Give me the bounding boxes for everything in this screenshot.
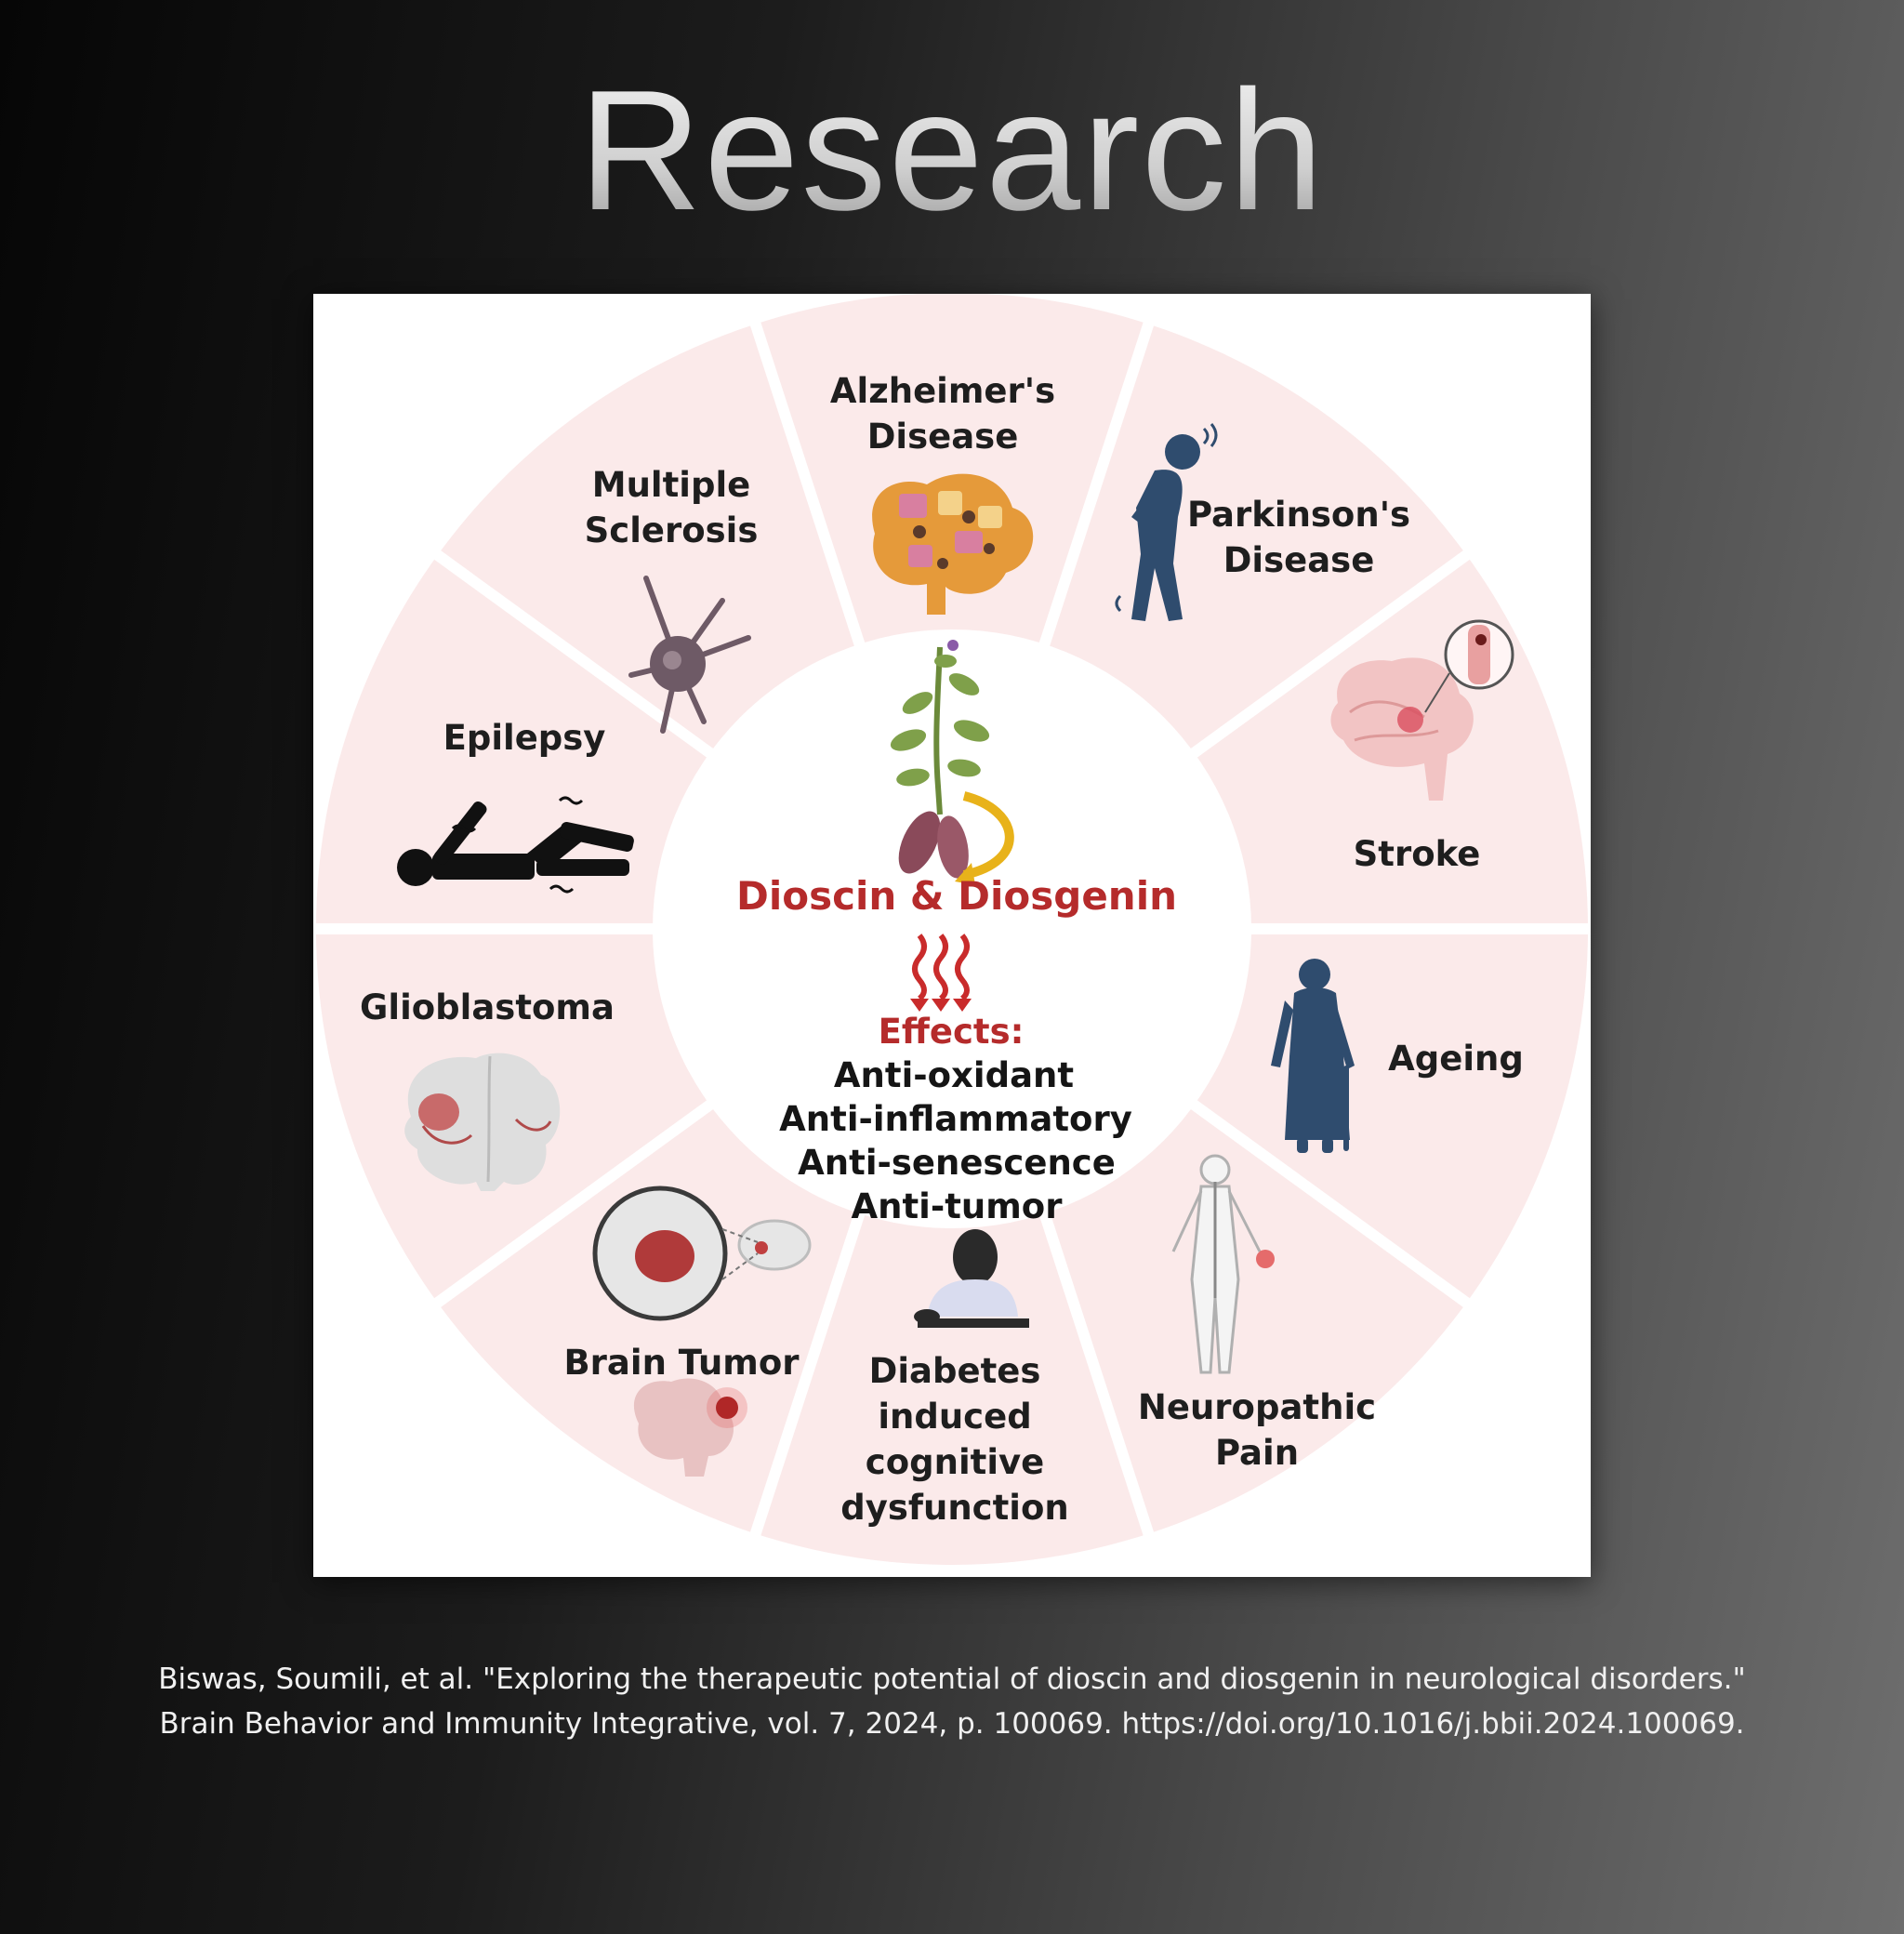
segment-glioblastoma: Glioblastoma <box>360 987 615 1191</box>
segment-label: Stroke <box>1354 834 1481 874</box>
segment-label: dysfunction <box>840 1488 1068 1528</box>
segment-brain-tumor: Brain Tumor <box>563 1186 812 1477</box>
segment-label: Pain <box>1215 1433 1299 1473</box>
segment-label: Glioblastoma <box>360 987 615 1027</box>
brain-puzzle-icon <box>872 473 1034 615</box>
segment-label: Neuropathic <box>1138 1387 1376 1427</box>
segment-label: Brain Tumor <box>563 1343 800 1383</box>
citation-line-1: Biswas, Soumili, et al. "Exploring the t… <box>158 1662 1746 1696</box>
segment-ms: Multiple Sclerosis <box>585 465 759 734</box>
effect-item: Anti-tumor <box>852 1186 1064 1226</box>
disorder-wheel-diagram: Dioscin & Diosgenin Effects: Anti-oxidan… <box>313 294 1591 1565</box>
neuron-cell-icon <box>628 576 751 734</box>
wavy-arrows-icon <box>912 934 970 1001</box>
effect-item: Anti-inflammatory <box>779 1099 1132 1139</box>
seizure-figure-icon <box>397 801 634 886</box>
segment-label: induced <box>878 1397 1031 1437</box>
segment-stroke: Stroke <box>1330 619 1514 874</box>
arrow-heads <box>910 999 972 1012</box>
brain-section-icon <box>404 1053 561 1191</box>
segment-ageing: Ageing <box>1271 959 1524 1153</box>
center-title: Dioscin & Diosgenin <box>736 873 1177 919</box>
segment-label: Ageing <box>1388 1039 1524 1079</box>
segment-label: Alzheimer's <box>830 371 1055 411</box>
stooped-person-icon <box>1131 434 1200 621</box>
center-disc <box>653 629 1251 1228</box>
effect-item: Anti-oxidant <box>834 1055 1074 1095</box>
brain-tumor-icon <box>592 1186 812 1477</box>
brain-clot-icon <box>1330 619 1514 801</box>
citation-line-2: Brain Behavior and Immunity Integrative,… <box>159 1707 1745 1741</box>
effects-heading: Effects: <box>879 1012 1025 1052</box>
tremor-lines <box>1115 423 1218 613</box>
shake-lines <box>451 796 584 894</box>
nervous-system-icon <box>1171 1154 1262 1374</box>
segment-label: Sclerosis <box>585 510 759 550</box>
segment-parkinsons: Parkinson's Disease <box>1115 423 1410 621</box>
pain-spot <box>1256 1250 1275 1268</box>
segment-label: cognitive <box>866 1442 1044 1482</box>
effect-item: Anti-senescence <box>798 1143 1116 1183</box>
segment-label: Diabetes <box>869 1351 1041 1391</box>
plant-icon <box>890 640 1014 885</box>
citation: Biswas, Soumili, et al. "Exploring the t… <box>0 1657 1904 1746</box>
segment-label: Epilepsy <box>443 718 606 758</box>
segment-diabetes: Diabetes induced cognitive dysfunction <box>840 1229 1069 1528</box>
child-writing-icon <box>914 1229 1029 1328</box>
segment-label: Disease <box>1223 540 1375 580</box>
segment-label: Parkinson's <box>1187 495 1410 535</box>
elderly-person-icon <box>1271 959 1355 1153</box>
segment-epilepsy: Epilepsy <box>397 718 634 894</box>
segment-label: Disease <box>867 417 1019 457</box>
page-title: Research <box>0 56 1904 245</box>
segment-neuropathic: Neuropathic Pain <box>1138 1154 1376 1473</box>
segment-alzheimers: Alzheimer's Disease <box>830 371 1055 615</box>
figure-panel: Dioscin & Diosgenin Effects: Anti-oxidan… <box>313 294 1591 1577</box>
segment-label: Multiple <box>592 465 750 505</box>
